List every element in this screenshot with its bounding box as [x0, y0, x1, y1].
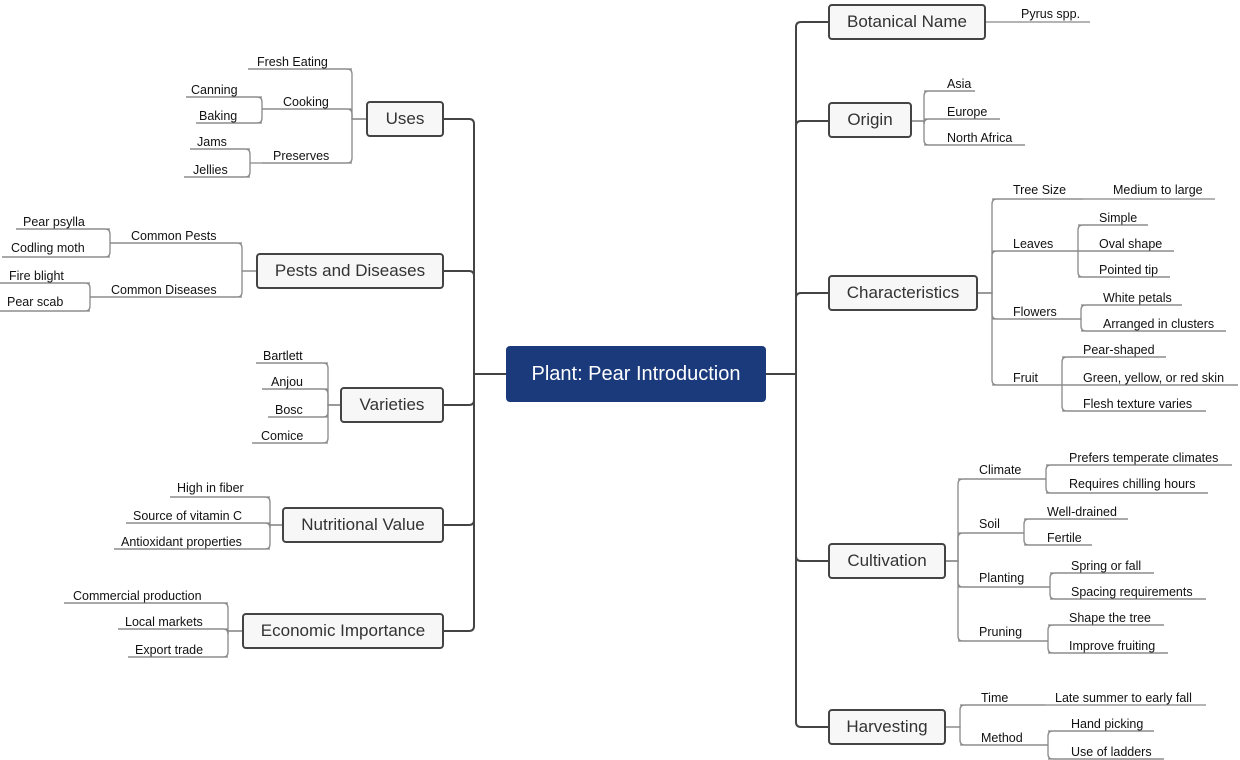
leaf-source-of-vitamin-c[interactable]: Source of vitamin C	[133, 509, 243, 523]
leaf-anjou[interactable]: Anjou	[271, 375, 303, 389]
leaf-flesh-texture[interactable]: Flesh texture varies	[1083, 397, 1193, 411]
leaf-fire-blight[interactable]: Fire blight	[9, 269, 64, 283]
leaf-spring-or-fall[interactable]: Spring or fall	[1071, 559, 1142, 573]
leaf-medium-to-large[interactable]: Medium to large	[1113, 183, 1203, 197]
leaf-high-in-fiber[interactable]: High in fiber	[177, 481, 244, 495]
leaf-pointed-tip[interactable]: Pointed tip	[1099, 263, 1159, 277]
leaf-arranged-in-clusters[interactable]: Arranged in clusters	[1103, 317, 1215, 331]
leaf-requires-chilling-hours[interactable]: Requires chilling hours	[1069, 477, 1196, 491]
leaf-jellies[interactable]: Jellies	[193, 163, 228, 177]
topic-pests-and-diseases[interactable]: Pests and Diseases	[256, 253, 444, 289]
connector-pests-sub	[110, 242, 256, 272]
leaf-codling-moth[interactable]: Codling moth	[11, 241, 85, 255]
leaf-europe[interactable]: Europe	[947, 105, 988, 119]
connector-uses-sub	[248, 68, 366, 120]
topic-uses[interactable]: Uses	[366, 101, 444, 137]
subtopic-flowers[interactable]: Flowers	[1013, 305, 1057, 319]
connector-char-sub	[978, 250, 1077, 294]
connector-botanical	[795, 21, 828, 374]
connector-nutrition	[444, 374, 475, 526]
subtopic-pruning[interactable]: Pruning	[979, 625, 1023, 639]
leaf-simple[interactable]: Simple	[1099, 211, 1138, 225]
connector-cult-sub	[946, 532, 1024, 562]
subtopic-common-pests[interactable]: Common Pests	[131, 229, 217, 243]
subtopic-cooking[interactable]: Cooking	[283, 95, 329, 109]
subtopic-common-diseases[interactable]: Common Diseases	[111, 283, 217, 297]
connector-uses-sub	[262, 108, 366, 120]
connector-preserves-leaf	[190, 148, 251, 163]
leaf-skin-colors[interactable]: Green, yellow, or red skin	[1083, 371, 1225, 385]
leaf-comice[interactable]: Comice	[261, 429, 304, 443]
leaf-spacing-requirements[interactable]: Spacing requirements	[1071, 585, 1193, 599]
leaf-commercial-production[interactable]: Commercial production	[73, 589, 202, 603]
leaf-use-of-ladders[interactable]: Use of ladders	[1071, 745, 1152, 759]
leaf-late-summer-to-early-fall[interactable]: Late summer to early fall	[1055, 691, 1192, 705]
leaf-north-africa[interactable]: North Africa	[947, 131, 1013, 145]
topic-botanical-name[interactable]: Botanical Name	[828, 4, 986, 40]
connector-harv-sub	[946, 704, 1045, 728]
leaf-local-markets[interactable]: Local markets	[125, 615, 203, 629]
leaf-fertile[interactable]: Fertile	[1047, 531, 1082, 545]
connector-harvesting	[795, 374, 828, 728]
connector-varieties	[444, 374, 475, 406]
topic-cultivation[interactable]: Cultivation	[828, 543, 946, 579]
subtopic-fresh-eating[interactable]: Fresh Eating	[257, 55, 328, 69]
subtopic-leaves[interactable]: Leaves	[1013, 237, 1054, 251]
leaf-export-trade[interactable]: Export trade	[135, 643, 204, 657]
leaf-antioxidant-properties[interactable]: Antioxidant properties	[121, 535, 242, 549]
subtopic-time[interactable]: Time	[981, 691, 1009, 705]
subtopic-soil[interactable]: Soil	[979, 517, 1000, 531]
connector-origin	[912, 118, 1000, 125]
leaf-oval-shape[interactable]: Oval shape	[1099, 237, 1163, 251]
connector-cultivation	[795, 374, 828, 562]
subtopic-tree-size[interactable]: Tree Size	[1013, 183, 1067, 197]
subtopic-planting[interactable]: Planting	[979, 571, 1025, 585]
topic-nutritional-value[interactable]: Nutritional Value	[282, 507, 444, 543]
leaf-pyrus-spp[interactable]: Pyrus spp.	[1021, 7, 1081, 21]
subtopic-method[interactable]: Method	[981, 731, 1023, 745]
leaf-pear-psylla[interactable]: Pear psylla	[23, 215, 85, 229]
leaf-pear-shaped[interactable]: Pear-shaped	[1083, 343, 1155, 357]
topic-varieties[interactable]: Varieties	[340, 387, 444, 423]
leaf-pear-scab[interactable]: Pear scab	[7, 295, 64, 309]
connector-economic	[444, 374, 475, 632]
leaf-white-petals[interactable]: White petals	[1103, 291, 1172, 305]
leaf-asia[interactable]: Asia	[947, 77, 972, 91]
leaf-improve-fruiting[interactable]: Improve fruiting	[1069, 639, 1156, 653]
connector-cooking-leaf	[186, 96, 263, 109]
connector-origin	[795, 120, 828, 374]
connector-nutrition	[126, 522, 282, 529]
leaf-prefers-temperate-climates[interactable]: Prefers temperate climates	[1069, 451, 1219, 465]
connector-method-leaf	[1047, 730, 1154, 745]
leaf-bartlett[interactable]: Bartlett	[263, 349, 303, 363]
topic-economic-importance[interactable]: Economic Importance	[242, 613, 444, 649]
subtopic-climate[interactable]: Climate	[979, 463, 1022, 477]
leaf-canning[interactable]: Canning	[191, 83, 238, 97]
connector-economic	[118, 628, 242, 635]
connector-uses	[444, 118, 475, 374]
leaf-bosc[interactable]: Bosc	[275, 403, 303, 417]
root-node[interactable]: Plant: Pear Introduction	[506, 346, 766, 402]
topic-characteristics[interactable]: Characteristics	[828, 275, 978, 311]
leaf-jams[interactable]: Jams	[197, 135, 227, 149]
leaf-baking[interactable]: Baking	[199, 109, 238, 123]
leaf-shape-the-tree[interactable]: Shape the tree	[1069, 611, 1152, 625]
topic-origin[interactable]: Origin	[828, 102, 912, 138]
subtopic-preserves[interactable]: Preserves	[273, 149, 330, 163]
connector-pests	[444, 270, 475, 374]
connector-characteristics	[795, 292, 828, 374]
subtopic-fruit[interactable]: Fruit	[1013, 371, 1038, 385]
leaf-hand-picking[interactable]: Hand picking	[1071, 717, 1144, 731]
topic-harvesting[interactable]: Harvesting	[828, 709, 946, 745]
leaf-well-drained[interactable]: Well-drained	[1047, 505, 1117, 519]
